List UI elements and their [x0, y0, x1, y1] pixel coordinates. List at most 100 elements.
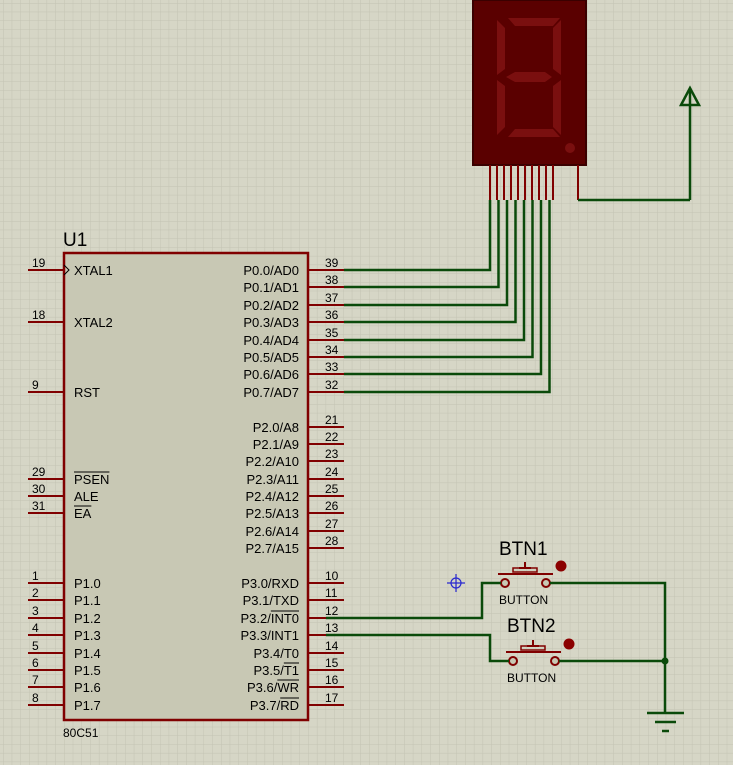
- pin-label: P1.7: [74, 698, 101, 713]
- pin-number: 8: [32, 691, 39, 705]
- port0-wires[interactable]: [344, 200, 551, 394]
- u1-body: [62, 251, 310, 722]
- wire-p0-5[interactable]: [344, 200, 534, 359]
- pin-label-text: P2.2/A10: [246, 454, 300, 469]
- pin-label-text: P3.2/: [240, 611, 271, 626]
- pin-label: P2.5/A13: [246, 506, 300, 521]
- btn1-indicator[interactable]: [555, 560, 567, 572]
- pin-label-text: P0.1/AD1: [243, 280, 299, 295]
- pin-label-text: P0.2/AD2: [243, 298, 299, 313]
- btn1-type: BUTTON: [499, 593, 548, 607]
- pin-label: P0.1/AD1: [243, 280, 299, 295]
- button-wires[interactable]: [326, 581, 667, 712]
- pin-number: 9: [32, 378, 39, 392]
- pin-label-text: P3.7/: [250, 698, 281, 713]
- pin-label-text: P0.7/AD7: [243, 385, 299, 400]
- pin-label-text: P2.1/A9: [253, 437, 299, 452]
- pin-label: P1.4: [74, 646, 101, 661]
- pin-number: 37: [325, 291, 339, 305]
- power-terminal[interactable]: [678, 85, 702, 200]
- ground-icon[interactable]: [647, 711, 684, 733]
- btn2[interactable]: BTN2 BUTTON: [506, 616, 575, 685]
- wire-p0-0[interactable]: [344, 200, 492, 272]
- u1-part: 80C51: [63, 726, 99, 740]
- pin-number: 33: [325, 360, 339, 374]
- wire-p0-3[interactable]: [344, 200, 517, 324]
- pin-label: ALE: [74, 489, 99, 504]
- wire-p0-1[interactable]: [344, 200, 500, 289]
- pin-label: P2.0/A8: [253, 420, 299, 435]
- pin-label-text: P0.4/AD4: [243, 333, 299, 348]
- pin-label-text: P3.5/: [253, 663, 284, 678]
- seven-segment-display[interactable]: [472, 0, 587, 200]
- pin-label: P0.5/AD5: [243, 350, 299, 365]
- pin-number: 11: [325, 586, 338, 600]
- pin-label: P0.7/AD7: [243, 385, 299, 400]
- pin-number: 38: [325, 273, 339, 287]
- btn1-ref: BTN1: [499, 539, 548, 560]
- btn2-ref: BTN2: [507, 616, 556, 637]
- btn2-indicator[interactable]: [563, 638, 575, 650]
- wire-p0-7[interactable]: [344, 200, 551, 394]
- btn2-type: BUTTON: [507, 671, 556, 685]
- btn1-contact-left: [500, 578, 510, 588]
- btn1[interactable]: BTN1 BUTTON: [498, 539, 567, 607]
- btn1-contact-right: [541, 578, 551, 588]
- pin-label-text: P2.7/A15: [246, 541, 300, 556]
- wire-p0-6[interactable]: [344, 200, 543, 376]
- pin-label: P2.6/A14: [246, 524, 300, 539]
- wire-p0-2[interactable]: [344, 200, 509, 307]
- pin-label-overbar-text: INT0: [271, 611, 299, 626]
- pin-number: 3: [32, 604, 39, 618]
- segment-f: [497, 20, 505, 75]
- u1-ref: U1: [63, 230, 87, 251]
- segment-e: [497, 80, 505, 135]
- pin-number: 34: [325, 343, 339, 357]
- wire-p0-4[interactable]: [344, 200, 526, 342]
- pin-number: 28: [325, 534, 339, 548]
- pin-number: 17: [325, 691, 339, 705]
- pin-number: 7: [32, 673, 39, 687]
- pin-label: P3.6/WR: [247, 680, 299, 695]
- pin-label-text: P3.1/TXD: [243, 593, 299, 608]
- pin-number: 22: [325, 430, 339, 444]
